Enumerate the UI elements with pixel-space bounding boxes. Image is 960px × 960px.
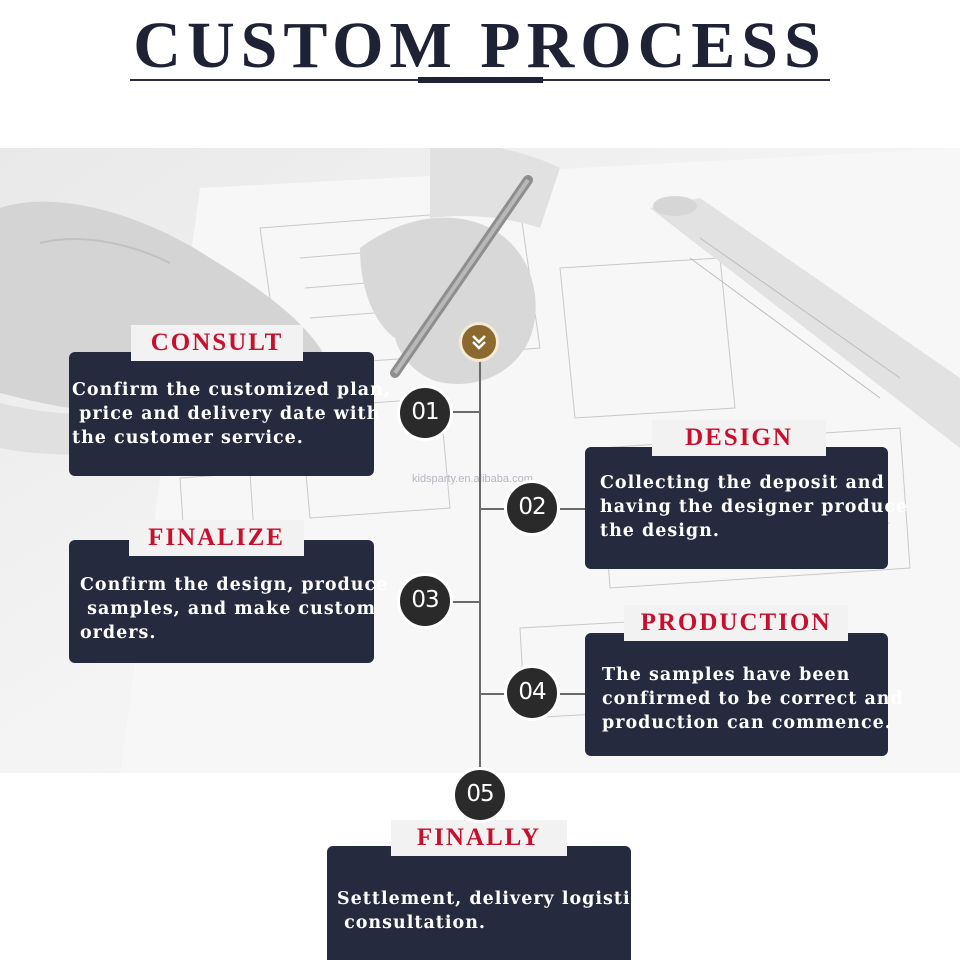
step-description: Collecting the deposit and having the de… xyxy=(600,473,909,541)
step-label-finally: FINALLY xyxy=(391,820,567,856)
title-underline-accent xyxy=(418,77,543,83)
timeline-connector-03 xyxy=(440,601,480,603)
watermark-text: kidsparty.en.alibaba.com xyxy=(412,473,533,485)
step-label-consult: CONSULT xyxy=(131,325,303,361)
step-card-production: The samples have been confirmed to be co… xyxy=(585,633,903,756)
double-chevron-down-icon xyxy=(459,322,499,362)
timeline-connector-01 xyxy=(440,411,480,413)
step-card-finally: Settlement, delivery logistics consultat… xyxy=(327,846,652,960)
step-label-production: PRODUCTION xyxy=(624,605,848,641)
step-card-design: Collecting the deposit and having the de… xyxy=(585,447,907,569)
step-description: Settlement, delivery logistics consultat… xyxy=(337,889,654,933)
step-number-badge: 02 xyxy=(504,480,560,536)
step-card-consult: Confirm the customized plan, price and d… xyxy=(69,352,390,476)
step-description: Confirm the design, produce samples, and… xyxy=(80,575,389,643)
step-label-design: DESIGN xyxy=(652,420,826,456)
step-number-badge: 01 xyxy=(397,385,453,441)
timeline-line xyxy=(479,360,481,796)
step-label-finalize: FINALIZE xyxy=(129,520,304,556)
step-card-finalize: Confirm the design, produce samples, and… xyxy=(69,540,387,663)
step-number-badge: 04 xyxy=(504,665,560,721)
step-description: The samples have been confirmed to be co… xyxy=(602,665,904,733)
page-title: CUSTOM PROCESS xyxy=(133,9,827,82)
step-number-badge: 03 xyxy=(397,573,453,629)
step-number-badge: 05 xyxy=(452,767,508,823)
step-description: Confirm the customized plan, price and d… xyxy=(72,380,391,448)
